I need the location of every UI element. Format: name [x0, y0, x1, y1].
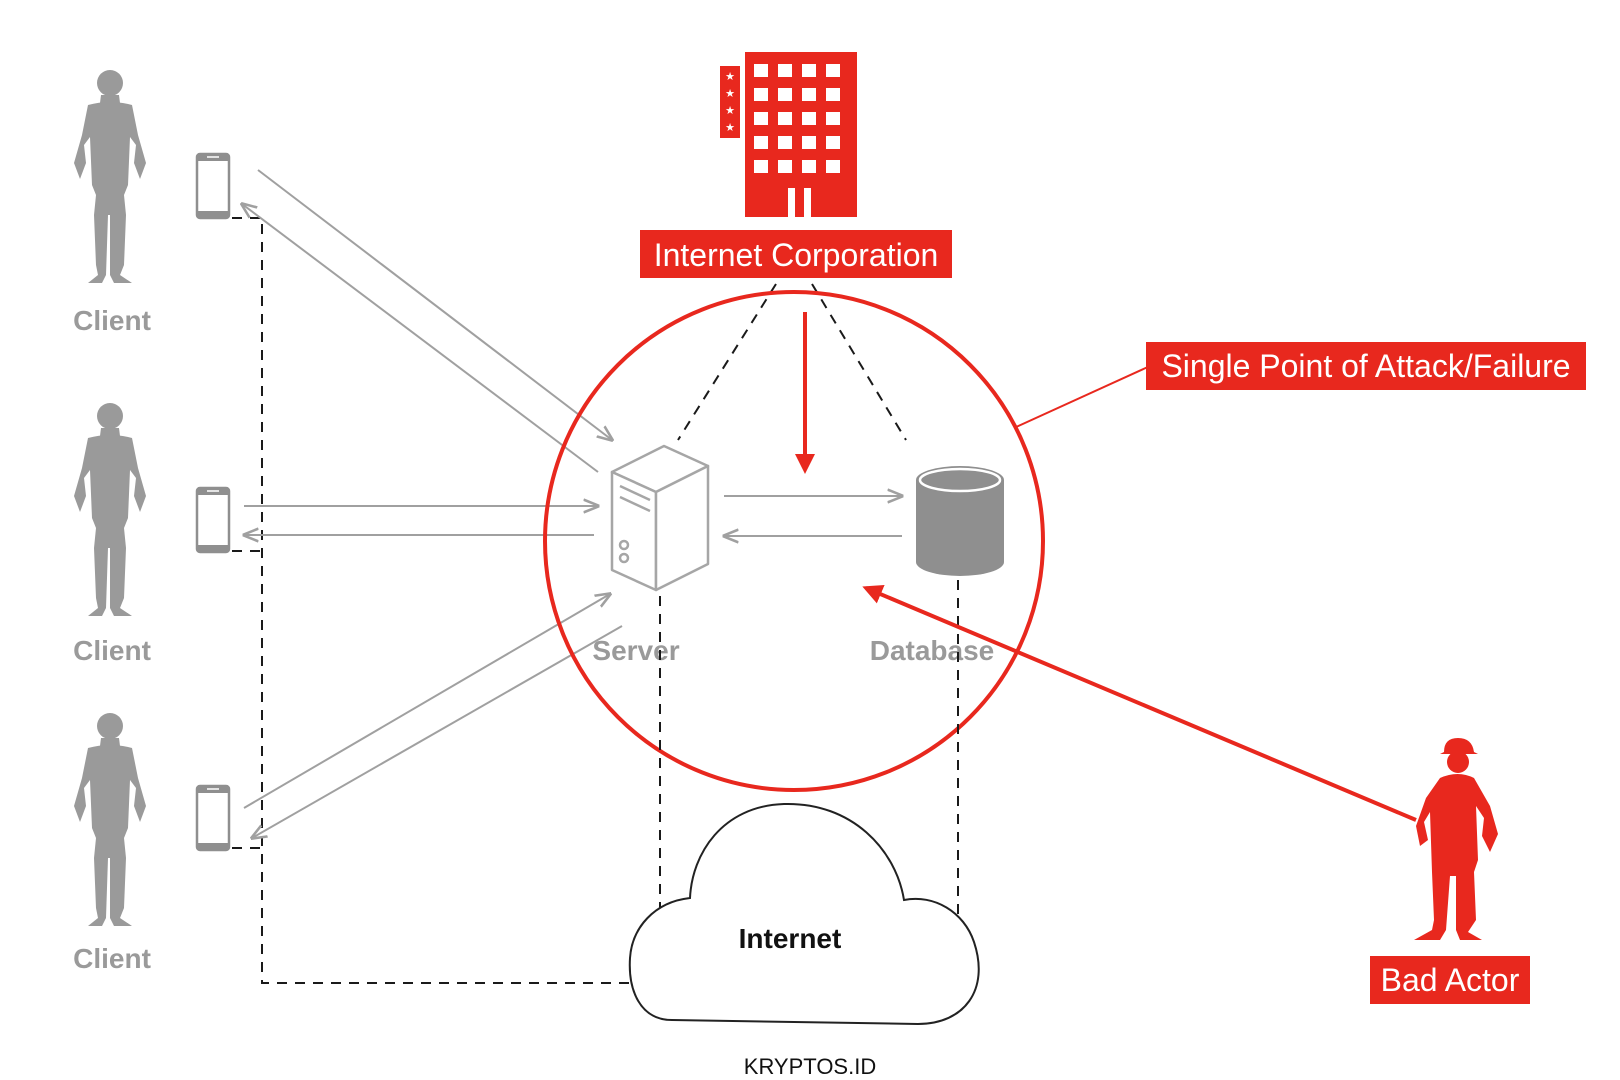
client-person-icon [74, 403, 146, 616]
corporation-building-icon: ★ ★ ★ ★ [720, 52, 857, 217]
building-window [754, 160, 768, 173]
datacenter-internet-links [659, 580, 959, 946]
client-3: Client [73, 713, 151, 974]
building-window [754, 112, 768, 125]
client-person-icon [74, 713, 146, 926]
client-label: Client [73, 943, 151, 974]
svg-text:★: ★ [725, 104, 735, 117]
single-point-pointer-line [1013, 365, 1151, 429]
building-window [802, 64, 816, 77]
building-window [826, 160, 840, 173]
building-window [802, 112, 816, 125]
building-window [778, 160, 792, 173]
building-window [778, 64, 792, 77]
single-point-label: Single Point of Attack/Failure [1146, 342, 1586, 390]
phone-icon [195, 152, 231, 220]
building-window [778, 88, 792, 101]
phone-icon [195, 784, 231, 852]
phone-icon [195, 486, 231, 554]
bad-actor-person-icon [1414, 738, 1498, 940]
svg-text:Single Point of Attack/Failure: Single Point of Attack/Failure [1161, 348, 1570, 384]
svg-text:★: ★ [725, 121, 735, 134]
footer-watermark: KRYPTOS.ID [744, 1054, 876, 1079]
building-window [754, 136, 768, 149]
internet-label: Internet [739, 923, 842, 954]
building-window [802, 160, 816, 173]
building-window [778, 136, 792, 149]
svg-text:★: ★ [725, 87, 735, 100]
building-window [826, 136, 840, 149]
building-window [826, 112, 840, 125]
client-server-arrows [242, 169, 623, 838]
svg-text:Bad Actor: Bad Actor [1381, 962, 1520, 998]
building-window [826, 64, 840, 77]
client-1: Client [73, 70, 151, 336]
attack-arrow [862, 585, 1417, 822]
building-window [802, 88, 816, 101]
building-window [754, 88, 768, 101]
internet-cloud-icon [628, 802, 980, 1026]
client-2: Client [73, 403, 151, 666]
client-label: Client [73, 635, 151, 666]
client-internet-links [232, 217, 668, 984]
server-icon [610, 444, 710, 592]
database-label: Database [870, 635, 995, 666]
svg-text:★: ★ [725, 70, 735, 83]
database-icon [916, 466, 1004, 576]
single-point-circle [543, 290, 1045, 792]
corporation-control-lines [677, 283, 907, 441]
client-label: Client [73, 305, 151, 336]
server-database-arrows [724, 496, 902, 536]
building-window [802, 136, 816, 149]
svg-text:Internet Corporation: Internet Corporation [654, 237, 939, 273]
corporation-label: Internet Corporation [640, 230, 952, 278]
client-person-icon [74, 70, 146, 283]
building-window [826, 88, 840, 101]
bad-actor-label: Bad Actor [1370, 956, 1530, 1004]
building-window [778, 112, 792, 125]
server-label: Server [592, 635, 679, 666]
building-window [754, 64, 768, 77]
